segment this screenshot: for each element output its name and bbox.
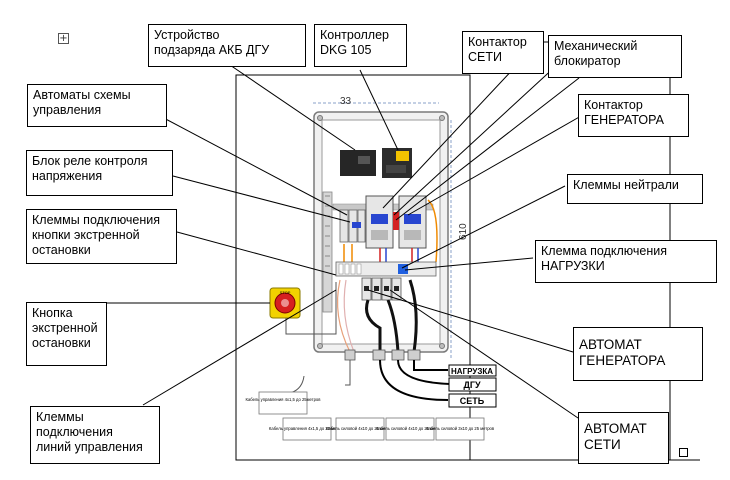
- output-grid-label: СЕТЬ: [460, 396, 485, 406]
- cable-tag-text: Кабель силовой 3х10 до 25 метров: [426, 426, 495, 431]
- cable-tag: [258, 391, 308, 415]
- resize-handle-icon[interactable]: [679, 448, 688, 457]
- cable-tag: [385, 417, 435, 441]
- callout-controller: Контроллер DKG 105: [314, 24, 407, 67]
- callout-load-terminal: Клемма подключения НАГРУЗКИ: [535, 240, 717, 283]
- neutral-terminal-block: [398, 264, 408, 274]
- cable-tag-text: Кабель управления 4х1,5 до 25метров: [246, 397, 322, 402]
- callout-charger: Устройство подзаряда АКБ ДГУ: [148, 24, 306, 67]
- callout-mech-interlock: Механический блокиратор: [548, 35, 682, 78]
- callout-grid-breaker: АВТОМАТ СЕТИ: [578, 412, 669, 464]
- callout-voltage-relay: Блок реле контроля напряжения: [26, 150, 173, 196]
- callout-grid-contactor: Контактор СЕТИ: [462, 31, 544, 74]
- leader-lines: [107, 62, 582, 419]
- callout-gen-contactor: Контактор ГЕНЕРАТОРА: [578, 94, 689, 137]
- callout-neutral-terminals: Клеммы нейтрали: [567, 174, 703, 204]
- cable-tag-text: Кабель силовой 4х10 до 25 метров: [326, 426, 395, 431]
- output-load-label: НАГРУЗКА: [451, 367, 493, 376]
- estop-stop-label: STOP: [280, 290, 291, 295]
- output-dgu-box: [448, 377, 497, 392]
- cable-tag-text: Кабель управления 4х1,5 до 25 метров: [269, 426, 346, 431]
- cable-tag: [282, 417, 332, 441]
- callout-control-lines: Клеммы подключения линий управления: [30, 406, 160, 464]
- cable-tag-text: Кабель силовой 4х10 до 25 метров: [376, 426, 445, 431]
- move-handle-icon[interactable]: +: [58, 33, 69, 44]
- callout-estop-terminals: Клеммы подключения кнопки экстренной ост…: [26, 209, 177, 264]
- output-dgu-label: ДГУ: [463, 380, 481, 390]
- output-grid-box: [448, 393, 497, 408]
- dimension-width-label: 33: [340, 96, 352, 107]
- mech-interlock-device: [393, 212, 399, 230]
- callout-estop-button: Кнопка экстренной остановки: [26, 302, 107, 366]
- cable-tag: [435, 417, 485, 441]
- output-load-box: [448, 364, 497, 377]
- dimension-height-label: 610: [458, 223, 469, 240]
- callout-gen-breaker: АВТОМАТ ГЕНЕРАТОРА: [573, 327, 703, 381]
- cable-tag: [335, 417, 385, 441]
- callout-control-breakers: Автоматы схемы управления: [27, 84, 167, 127]
